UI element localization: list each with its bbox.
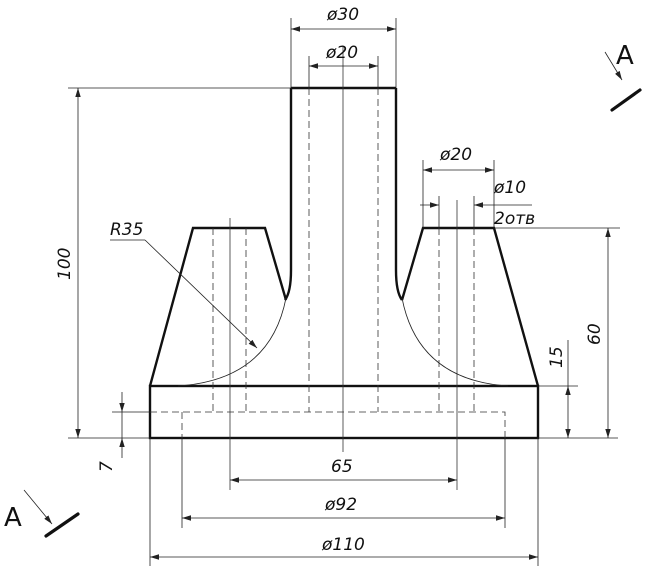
dim-h100: 100 — [55, 87, 291, 439]
dim-d92: ø92 — [181, 438, 506, 528]
dim-d10-label: ø10 — [493, 178, 526, 198]
dim-h7: 7 — [97, 392, 150, 472]
hidden-lines — [150, 88, 506, 438]
dim-d10: ø10 2отв — [420, 178, 620, 229]
dim-d30: ø30 — [290, 5, 397, 88]
dim-d92-label: ø92 — [324, 495, 357, 515]
dim-h7-label: 7 — [97, 461, 117, 472]
dim-holes-label: 2отв — [494, 209, 535, 229]
section-mark-top: A — [604, 41, 642, 112]
dim-r35-label: R35 — [110, 220, 143, 240]
stem-right-outline — [394, 88, 404, 301]
dim-h60-label: 60 — [585, 323, 605, 345]
stem-left-outline — [283, 88, 293, 301]
dim-r35: R35 — [110, 220, 258, 349]
right-boss-outline — [400, 226, 540, 387]
dim-w65-label: 65 — [331, 457, 353, 477]
dim-d30-label: ø30 — [326, 5, 359, 25]
dim-d20-top-label: ø20 — [325, 43, 358, 63]
section-label-top: A — [616, 41, 634, 71]
dim-h15-label: 15 — [547, 346, 567, 368]
dim-d20-right: ø20 — [422, 145, 495, 228]
section-label-bottom: A — [4, 503, 22, 533]
dim-h60: 60 — [538, 228, 618, 439]
center-lines — [229, 46, 458, 490]
dim-w65: 65 — [230, 457, 457, 483]
part-outline — [148, 86, 540, 440]
dim-d20-right-label: ø20 — [439, 145, 472, 165]
dim-d110-label: ø110 — [321, 535, 365, 555]
dim-h100-label: 100 — [55, 248, 75, 280]
dim-h15: 15 — [538, 340, 578, 438]
dim-d110: ø110 — [149, 438, 539, 566]
left-boss-outline — [148, 226, 288, 387]
dim-d20-top: ø20 — [308, 43, 379, 88]
fillet-arcs — [177, 297, 509, 387]
section-mark-bottom: A — [4, 489, 80, 538]
